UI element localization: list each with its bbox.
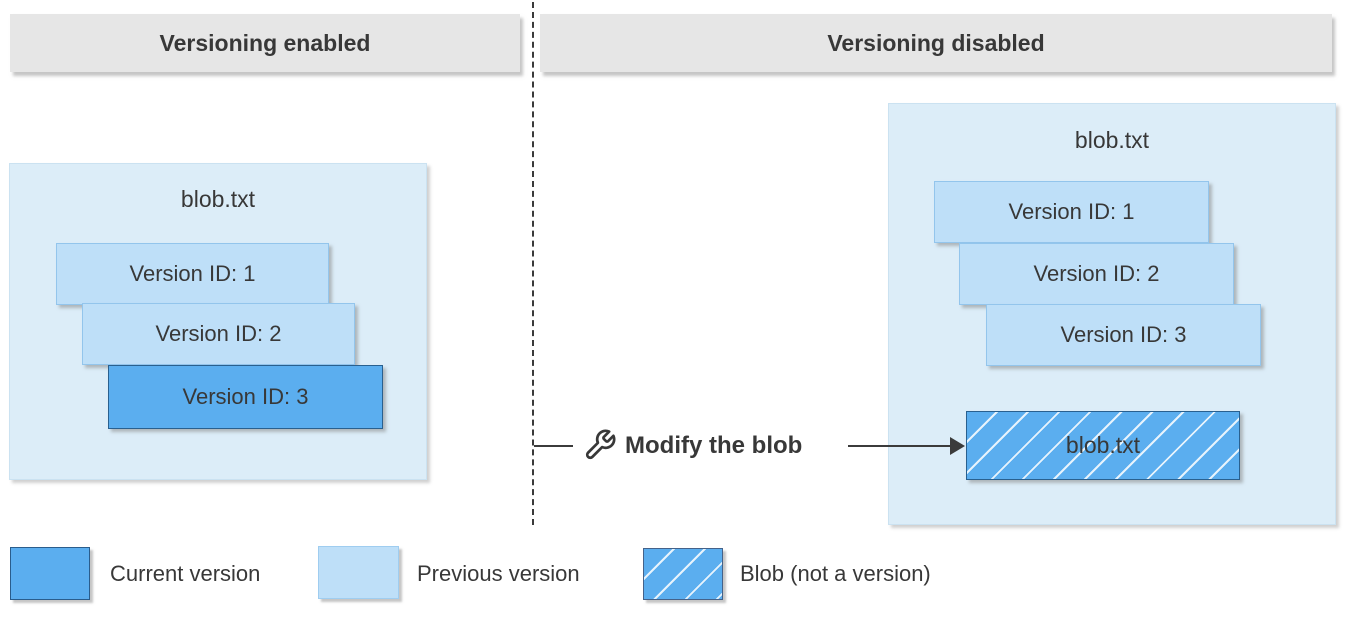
enabled-version-1: Version ID: 1 bbox=[56, 243, 329, 305]
disabled-blob-container: blob.txt Version ID: 1 Version ID: 2 Ver… bbox=[888, 103, 1336, 525]
legend-label-blob-not-a-version: Blob (not a version) bbox=[740, 561, 931, 586]
enabled-blob-container: blob.txt Version ID: 1 Version ID: 2 Ver… bbox=[9, 163, 427, 480]
modify-the-blob-label: Modify the blob bbox=[625, 432, 803, 459]
arrow-head-icon bbox=[950, 437, 965, 455]
legend-label-previous-version: Previous version bbox=[417, 561, 580, 586]
disabled-blob-hatched: blob.txt bbox=[966, 411, 1240, 480]
disabled-blob-title: blob.txt bbox=[1074, 127, 1150, 153]
enabled-version-3-current: Version ID: 3 bbox=[108, 365, 383, 429]
connector-line-left bbox=[534, 445, 573, 447]
disabled-version-2-label: Version ID: 2 bbox=[1033, 261, 1160, 286]
disabled-version-1-label: Version ID: 1 bbox=[1008, 199, 1135, 224]
header-versioning-disabled-label: Versioning disabled bbox=[827, 29, 1045, 56]
legend-label-current-version: Current version bbox=[110, 561, 261, 586]
legend-swatch-blob-not-a-version bbox=[643, 548, 723, 600]
disabled-version-1: Version ID: 1 bbox=[934, 181, 1209, 243]
disabled-blob-hatched-label: blob.txt bbox=[1065, 432, 1141, 458]
header-versioning-enabled: Versioning enabled bbox=[10, 14, 520, 72]
disabled-version-3: Version ID: 3 bbox=[986, 304, 1261, 366]
disabled-version-2: Version ID: 2 bbox=[959, 243, 1234, 305]
legend-swatch-previous-version bbox=[318, 546, 399, 599]
enabled-version-2: Version ID: 2 bbox=[82, 303, 355, 365]
enabled-blob-title: blob.txt bbox=[180, 186, 256, 212]
wrench-icon bbox=[583, 428, 617, 462]
enabled-version-2-label: Version ID: 2 bbox=[155, 321, 282, 346]
divider-dashed-line bbox=[532, 2, 534, 525]
disabled-version-3-label: Version ID: 3 bbox=[1060, 322, 1187, 347]
enabled-version-1-label: Version ID: 1 bbox=[129, 261, 256, 286]
header-versioning-enabled-label: Versioning enabled bbox=[159, 29, 371, 56]
arrow-line bbox=[848, 445, 954, 447]
header-versioning-disabled: Versioning disabled bbox=[540, 14, 1332, 72]
enabled-version-3-label: Version ID: 3 bbox=[182, 384, 309, 409]
legend-swatch-current-version bbox=[10, 547, 90, 600]
